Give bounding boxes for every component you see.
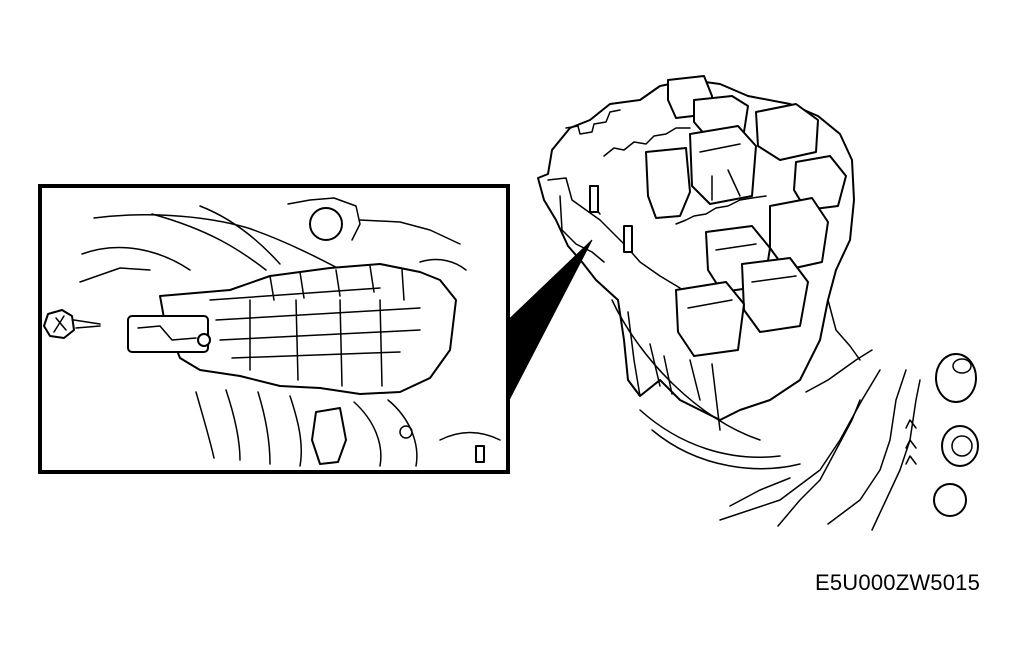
relay-box-assembly bbox=[537, 75, 979, 531]
callout-pointer bbox=[499, 239, 593, 404]
inset-detail-view bbox=[38, 184, 510, 474]
figure-code-label: E5U000ZW5015 bbox=[815, 570, 981, 595]
